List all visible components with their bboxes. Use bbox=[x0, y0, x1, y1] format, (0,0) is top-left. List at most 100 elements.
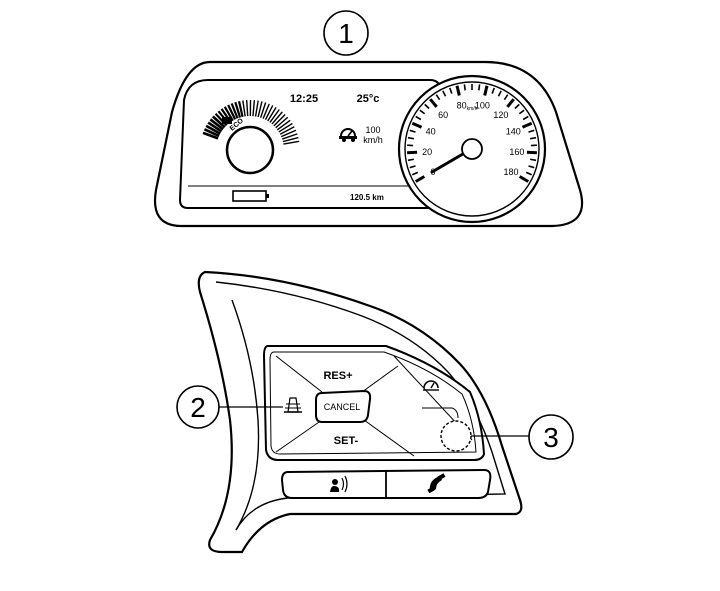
odometer-text: 120.5 km bbox=[350, 193, 384, 202]
speedo-tick bbox=[528, 165, 535, 169]
callout-1: 1 bbox=[323, 10, 369, 56]
svg-text:2: 2 bbox=[190, 392, 206, 423]
power-gauge-tick bbox=[234, 101, 242, 118]
power-gauge-tick bbox=[205, 124, 221, 135]
speedo-tick bbox=[526, 150, 537, 155]
power-gauge-tick bbox=[203, 128, 220, 138]
speedo-tick bbox=[415, 115, 422, 121]
speedo-tick bbox=[411, 121, 423, 129]
speedo-tick-label: 40 bbox=[426, 127, 436, 137]
power-gauge-tick bbox=[273, 113, 286, 127]
power-gauge-tick bbox=[202, 131, 219, 140]
speedo-tick bbox=[435, 94, 441, 101]
svg-text:1: 1 bbox=[338, 18, 354, 49]
speedometer: 020406080100120140160180 km/h bbox=[397, 74, 547, 224]
speedo-tick bbox=[522, 115, 529, 121]
power-gauge-hub bbox=[225, 125, 275, 175]
power-gauge-tick bbox=[242, 100, 246, 117]
power-gauge-tick bbox=[267, 106, 277, 122]
speedo-tick bbox=[518, 109, 525, 115]
speedo-tick bbox=[409, 129, 416, 133]
speedo-tick bbox=[491, 87, 495, 94]
set-minus-label: SET- bbox=[334, 435, 359, 447]
power-gauge-tick bbox=[262, 103, 270, 119]
speedo-tick bbox=[518, 175, 530, 183]
speedo-tick-label: 140 bbox=[506, 127, 521, 137]
power-gauge-tick bbox=[278, 122, 293, 133]
speedo-tick-label: 100 bbox=[475, 101, 490, 111]
speedo-tick bbox=[455, 85, 461, 96]
voice-recognition-button[interactable] bbox=[284, 472, 384, 498]
power-gauge-tick bbox=[209, 118, 224, 131]
svg-text:3: 3 bbox=[543, 422, 559, 453]
speedo-tick bbox=[407, 136, 415, 140]
power-gauge-tick bbox=[237, 100, 244, 118]
power-gauge-tick bbox=[280, 129, 297, 138]
speedo-tick-label: 80 bbox=[457, 101, 467, 111]
speedo-tick bbox=[529, 158, 537, 162]
speedo-tick bbox=[478, 84, 481, 91]
cancel-label: CANCEL bbox=[324, 402, 361, 412]
instrument-cluster: ECO 12:25 25°c 100 km/h 120.5 km 0204060… bbox=[153, 60, 584, 228]
power-gauge-tick bbox=[245, 100, 249, 117]
speedo-tick-label: 60 bbox=[438, 110, 448, 120]
cruise-speedometer-icon bbox=[339, 128, 357, 142]
callout-2: 2 bbox=[176, 385, 283, 429]
speedo-needle bbox=[430, 149, 470, 174]
highlighted-switch-location[interactable] bbox=[440, 420, 472, 452]
speedo-tick bbox=[503, 94, 509, 101]
speedo-tick bbox=[483, 85, 489, 96]
set-speed-unit: km/h bbox=[363, 135, 383, 145]
cruise-main-switch-icon[interactable] bbox=[423, 380, 439, 391]
speedo-unit: km/h bbox=[467, 106, 478, 112]
battery-icon bbox=[232, 190, 269, 202]
speedo-tick bbox=[424, 103, 430, 110]
speedo-tick bbox=[528, 129, 535, 133]
speedo-tick bbox=[429, 98, 438, 108]
power-gauge-tick bbox=[281, 133, 298, 140]
speedo-tick bbox=[407, 150, 418, 155]
speedo-tick bbox=[529, 136, 537, 140]
speedo-tick bbox=[407, 158, 415, 162]
speedo-tick-label: 20 bbox=[422, 147, 432, 157]
power-gauge-tick bbox=[282, 136, 299, 143]
speedo-tick bbox=[514, 103, 520, 110]
power-gauge-tick bbox=[276, 119, 291, 131]
speedo-tick bbox=[521, 121, 533, 129]
speedo-tick bbox=[419, 109, 426, 115]
speedo-tick bbox=[525, 171, 533, 176]
speedo-tick bbox=[463, 84, 466, 91]
speedo-tick bbox=[442, 90, 447, 97]
speedo-tick bbox=[449, 87, 453, 94]
clock-text: 12:25 bbox=[290, 93, 318, 105]
temperature-text: 25°c bbox=[357, 93, 380, 105]
power-gauge-tick bbox=[264, 105, 274, 121]
distance-setting-icon[interactable] bbox=[284, 397, 302, 413]
power-gauge-tick bbox=[252, 100, 256, 117]
power-gauge-tick bbox=[279, 126, 295, 135]
power-gauge-tick bbox=[283, 140, 300, 145]
res-plus-label: RES+ bbox=[323, 370, 352, 382]
power-gauge-tick bbox=[259, 102, 267, 118]
phone-button[interactable] bbox=[388, 472, 488, 498]
speedo-tick-label: 160 bbox=[509, 147, 524, 157]
speedo-tick-label: 180 bbox=[503, 167, 518, 177]
cruise-control-switch-cluster: RES+ CANCEL SET- bbox=[262, 345, 492, 499]
speedo-tick bbox=[411, 171, 419, 176]
power-gauge-tick bbox=[254, 100, 259, 117]
power-gauge-tick bbox=[227, 104, 237, 120]
power-gauge-tick bbox=[271, 111, 283, 125]
speedo-hub bbox=[461, 138, 483, 160]
power-gauge-tick bbox=[269, 109, 280, 123]
power-gauge-tick bbox=[207, 121, 223, 133]
speedo-tick bbox=[414, 175, 426, 183]
power-gauge-tick bbox=[257, 101, 263, 118]
callout-3: 3 bbox=[471, 414, 574, 460]
cancel-button[interactable]: CANCEL bbox=[315, 389, 372, 423]
power-gauge-tick bbox=[275, 116, 289, 129]
voice-recognition-icon bbox=[330, 475, 348, 493]
speedo-tick bbox=[506, 98, 515, 108]
set-speed-value: 100 bbox=[365, 125, 380, 135]
speedo-tick bbox=[497, 90, 502, 97]
